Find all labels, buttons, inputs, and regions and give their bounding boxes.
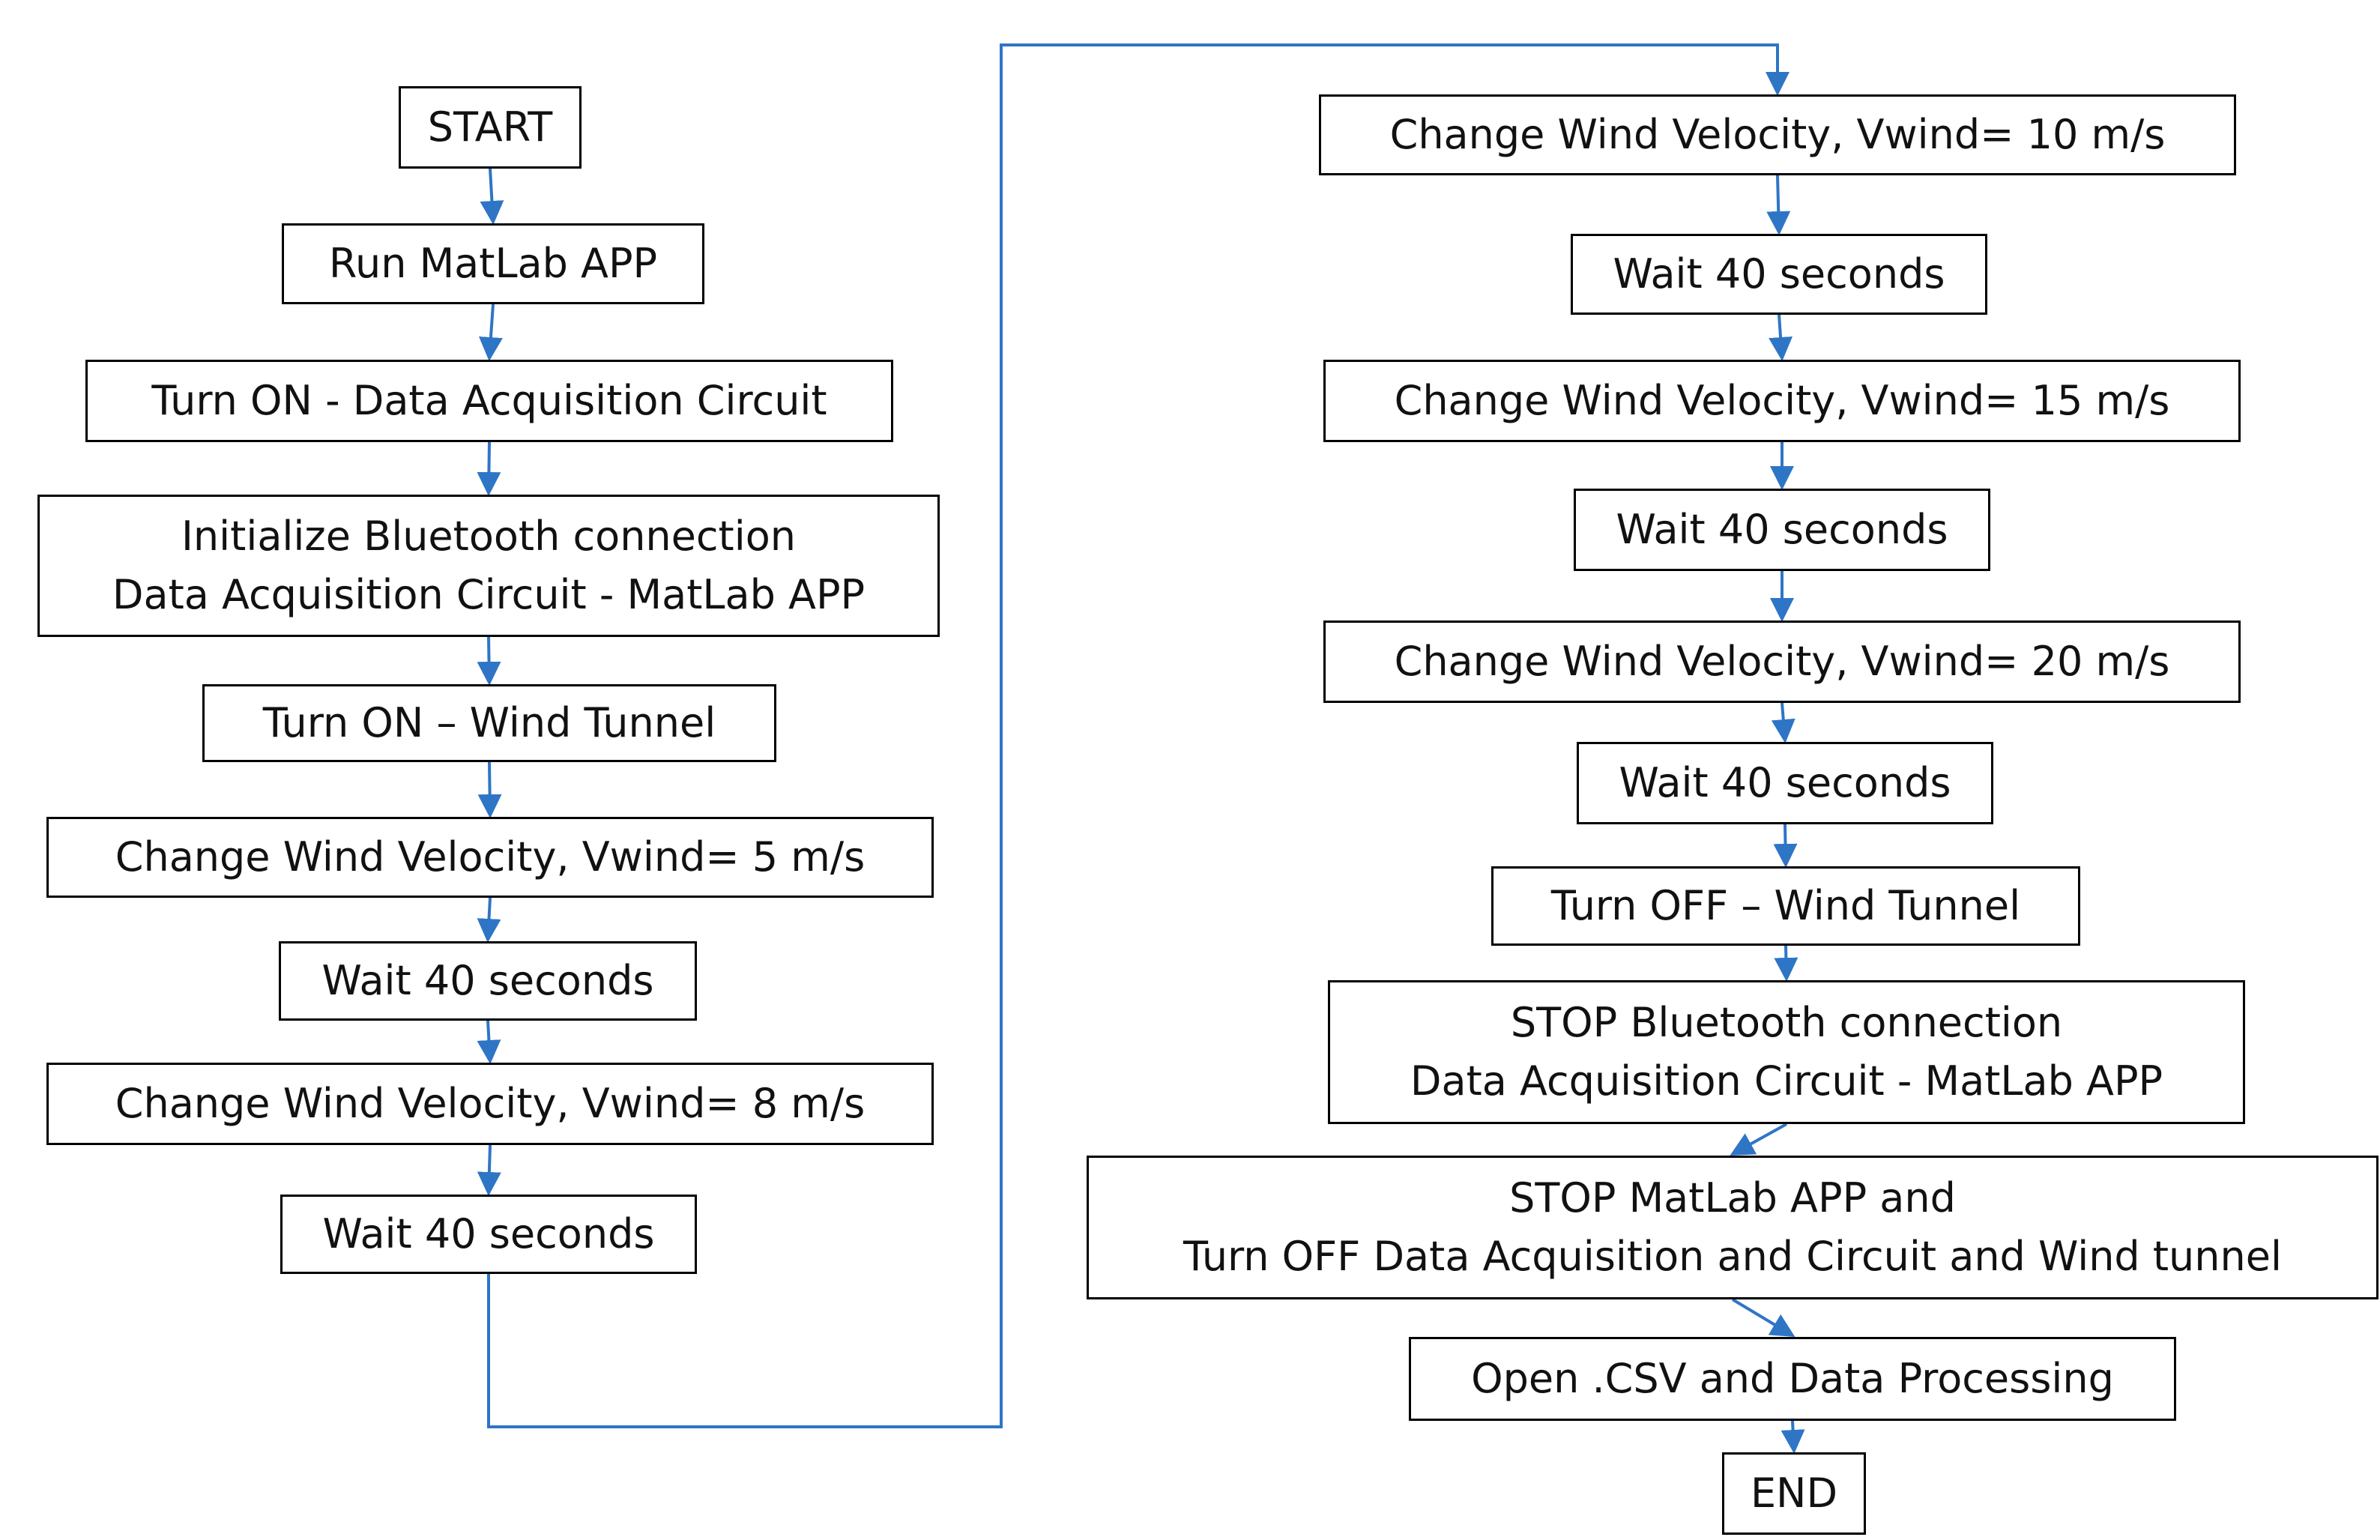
node-turn-off-tunnel: Turn OFF – Wind Tunnel bbox=[1491, 866, 2080, 946]
node-label: Change Wind Velocity, Vwind= 10 m/s bbox=[1389, 111, 2166, 158]
arrow-stop-bluetooth-to-stop-app bbox=[1730, 1123, 1787, 1156]
node-wind-10: Change Wind Velocity, Vwind= 10 m/s bbox=[1319, 94, 2236, 175]
node-wind-20: Change Wind Velocity, Vwind= 20 m/s bbox=[1323, 620, 2241, 703]
node-label: Wait 40 seconds bbox=[1616, 506, 1948, 553]
arrow-turn-on-tunnel-to-wind-5 bbox=[477, 761, 502, 818]
node-turn-on-tunnel: Turn ON – Wind Tunnel bbox=[202, 684, 776, 762]
arrow-wind-20-to-wait-5 bbox=[1771, 702, 1795, 743]
node-label: START bbox=[427, 103, 553, 151]
node-label: Run MatLab APP bbox=[328, 240, 658, 287]
node-label: Initialize Bluetooth connection bbox=[181, 513, 796, 560]
arrow-wind-10-to-wait-3 bbox=[1766, 175, 1791, 235]
arrow-wait-5-to-turn-off-tunnel bbox=[1773, 824, 1798, 868]
node-wait-4: Wait 40 seconds bbox=[1574, 489, 1990, 571]
node-wait-1: Wait 40 seconds bbox=[279, 941, 697, 1021]
node-label: Open .CSV and Data Processing bbox=[1471, 1355, 2114, 1402]
arrow-start-to-run-app bbox=[480, 168, 504, 225]
node-label: Data Acquisition Circuit - MatLab APP bbox=[112, 571, 866, 618]
arrow-wait-2-to-wind-10 bbox=[487, 43, 1789, 1428]
arrow-open-csv-to-end bbox=[1781, 1420, 1805, 1454]
arrow-wind-8-to-wait-2 bbox=[477, 1144, 501, 1196]
node-label: Wait 40 seconds bbox=[322, 1210, 655, 1257]
arrow-wait-3-to-wind-15 bbox=[1769, 314, 1793, 361]
node-label: STOP MatLab APP and bbox=[1509, 1174, 1956, 1222]
node-label: Turn ON – Wind Tunnel bbox=[262, 699, 716, 746]
node-label: Data Acquisition Circuit - MatLab APP bbox=[1410, 1057, 2163, 1105]
node-run-app: Run MatLab APP bbox=[282, 223, 704, 304]
node-label: END bbox=[1750, 1470, 1838, 1517]
node-wait-3: Wait 40 seconds bbox=[1571, 234, 1987, 315]
node-label: Turn ON - Data Acquisition Circuit bbox=[151, 377, 827, 424]
node-wait-2: Wait 40 seconds bbox=[280, 1195, 697, 1274]
arrow-wait-1-to-wind-8 bbox=[477, 1020, 501, 1064]
node-wind-15: Change Wind Velocity, Vwind= 15 m/s bbox=[1323, 360, 2241, 442]
arrow-wind-5-to-wait-1 bbox=[477, 897, 501, 943]
arrow-stop-app-to-open-csv bbox=[1731, 1298, 1795, 1338]
node-label: Wait 40 seconds bbox=[1619, 759, 1951, 806]
node-label: Change Wind Velocity, Vwind= 20 m/s bbox=[1394, 638, 2170, 685]
node-label: Wait 40 seconds bbox=[1613, 250, 1945, 298]
node-turn-on-daq: Turn ON - Data Acquisition Circuit bbox=[85, 360, 893, 442]
node-wind-8: Change Wind Velocity, Vwind= 8 m/s bbox=[46, 1063, 934, 1145]
node-wait-5: Wait 40 seconds bbox=[1577, 742, 1993, 824]
node-label: Wait 40 seconds bbox=[321, 957, 654, 1004]
node-label: Change Wind Velocity, Vwind= 8 m/s bbox=[115, 1080, 866, 1127]
node-wind-5: Change Wind Velocity, Vwind= 5 m/s bbox=[46, 817, 934, 898]
arrow-run-app-to-turn-on-daq bbox=[478, 304, 503, 361]
node-start: START bbox=[399, 86, 582, 169]
node-label: Change Wind Velocity, Vwind= 15 m/s bbox=[1394, 377, 2170, 424]
node-label: Turn OFF – Wind Tunnel bbox=[1550, 882, 2021, 929]
node-end: END bbox=[1722, 1452, 1866, 1535]
node-label: Change Wind Velocity, Vwind= 5 m/s bbox=[115, 833, 866, 881]
node-label: Turn OFF Data Acquisition and Circuit an… bbox=[1183, 1233, 2282, 1280]
node-label: STOP Bluetooth connection bbox=[1510, 999, 2063, 1046]
node-open-csv: Open .CSV and Data Processing bbox=[1409, 1337, 2176, 1421]
